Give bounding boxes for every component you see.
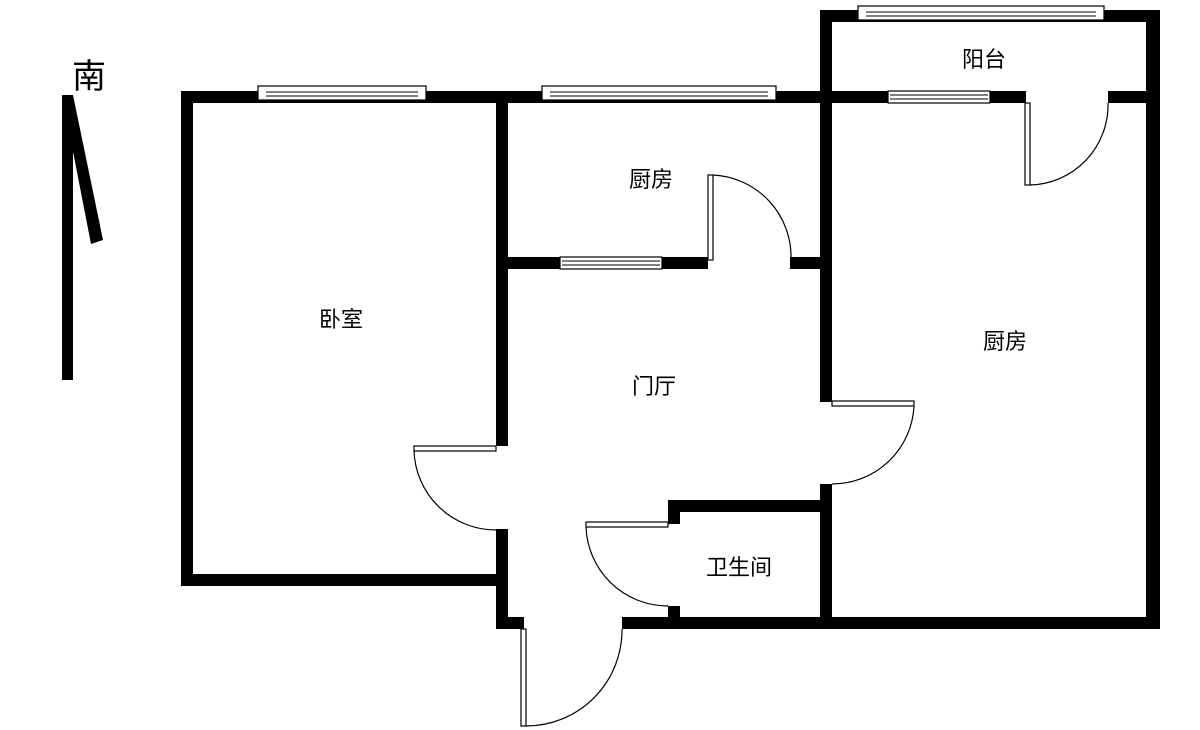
wall-balcony-bottom-right [1108,91,1160,103]
door-kitchen-right [831,400,915,485]
wall-middle-lower [820,484,832,629]
wall-middle-upper [820,10,832,402]
room-label-kitchen-top: 厨房 [629,168,673,193]
wall-bedroom-bottom [181,574,508,586]
room-label-bathroom: 卫生间 [706,556,772,581]
door-balcony [1024,102,1109,186]
wall-bathroom-left-stub [668,500,680,524]
wall-entrance-left [496,529,508,629]
door-kitchen-top [707,174,792,261]
window-bedroom [257,85,427,101]
door-bedroom [413,445,497,531]
room-label-hall: 门厅 [632,375,676,400]
room-label-kitchen-right: 厨房 [983,330,1027,355]
room-label-balcony: 阳台 [962,48,1006,73]
wall-bottom-right [622,617,1160,629]
room-labels: 阳台 厨房 卧室 门厅 厨房 卫生间 [319,48,1027,581]
doors [413,102,1109,727]
wall-bedroom-left [181,91,193,585]
wall-balcony-right [1146,10,1160,629]
window-balcony-top [857,5,1105,21]
windows [257,5,1105,270]
door-entrance [520,628,623,727]
north-arrow-icon [62,95,103,380]
door-bathroom [585,521,669,607]
window-kitchen-top [541,85,777,101]
window-balcony-inner [887,90,991,104]
compass-label: 南 [72,57,106,97]
room-label-bedroom: 卧室 [319,308,363,333]
compass: 南 [62,57,106,380]
wall-bottom-left [496,617,524,629]
window-kitchen-hall [559,256,663,270]
wall-bathroom-top [668,500,832,512]
